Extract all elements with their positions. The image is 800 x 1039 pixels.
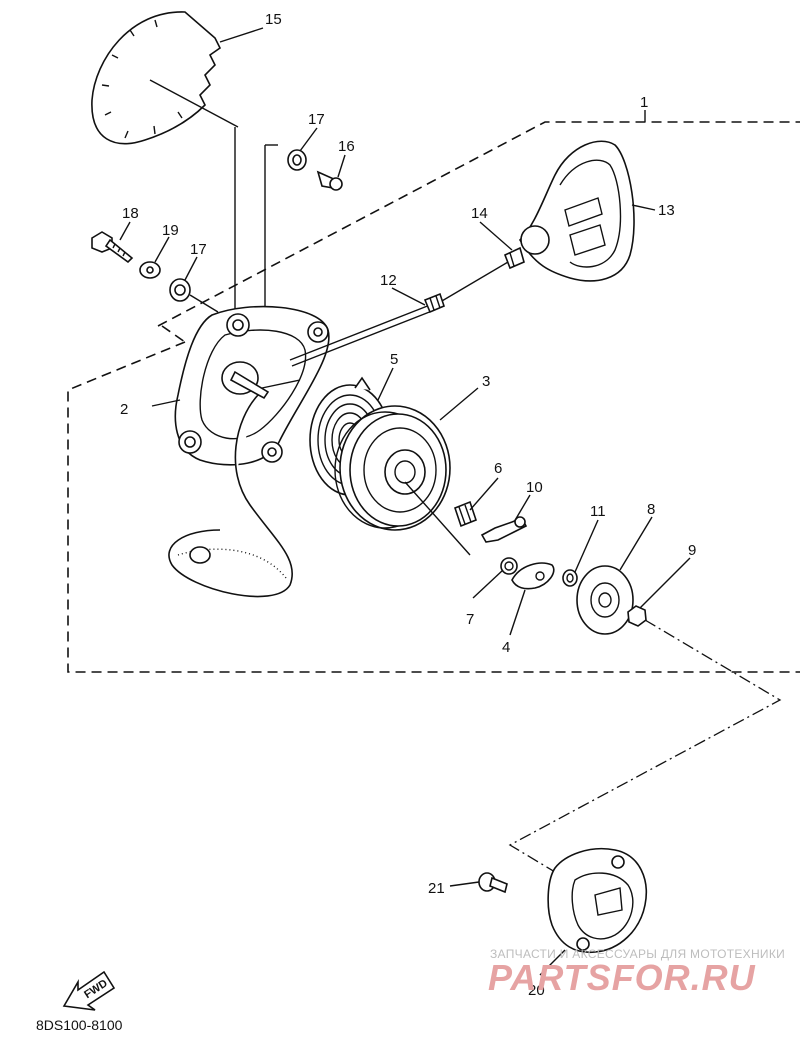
callout-11: 11 bbox=[590, 503, 606, 520]
centerline bbox=[508, 619, 782, 876]
starter-case bbox=[174, 305, 330, 466]
callout-12: 12 bbox=[380, 272, 397, 289]
callout-20: 20 bbox=[528, 982, 545, 999]
callout-21: 21 bbox=[428, 880, 445, 897]
callout-9: 9 bbox=[688, 542, 696, 559]
friction-plate-4 bbox=[511, 562, 555, 590]
callout-6: 6 bbox=[494, 460, 502, 477]
drive-plate-8 bbox=[576, 565, 634, 635]
rope-guide-spring bbox=[423, 246, 525, 314]
callout-18: 18 bbox=[122, 205, 139, 222]
fwd-arrow: FWD bbox=[62, 970, 116, 1011]
callout-8: 8 bbox=[647, 501, 655, 518]
drive-pulley bbox=[334, 405, 471, 556]
callout-14: 14 bbox=[471, 205, 488, 222]
assembly-boundary bbox=[67, 121, 800, 673]
leader-lines bbox=[119, 27, 691, 976]
callout-17-left: 17 bbox=[190, 241, 207, 258]
watermark-tagline: ЗАПЧАСТИ И АКСЕССУАРЫ ДЛЯ МОТОТЕХНИКИ bbox=[490, 947, 785, 961]
bolt-18 bbox=[91, 231, 134, 264]
drawing-code: 8DS100-8100 bbox=[36, 1017, 123, 1033]
callout-17-top: 17 bbox=[308, 111, 325, 128]
bolt-21 bbox=[478, 872, 508, 894]
callout-5: 5 bbox=[390, 351, 398, 368]
collar-17-top bbox=[287, 149, 307, 171]
callout-15: 15 bbox=[265, 11, 282, 28]
nut-9 bbox=[627, 605, 647, 627]
ratchet-10 bbox=[480, 516, 528, 543]
starter-rope bbox=[168, 254, 521, 598]
watermark: ЗАПЧАСТИ И АКСЕССУАРЫ ДЛЯ МОТОТЕХНИКИ PA… bbox=[488, 947, 785, 998]
callout-16: 16 bbox=[338, 138, 355, 155]
callout-19: 19 bbox=[162, 222, 179, 239]
callout-4: 4 bbox=[502, 639, 510, 656]
callout-7: 7 bbox=[466, 611, 474, 628]
collar-17-left bbox=[169, 278, 191, 302]
pin-16 bbox=[316, 170, 343, 191]
washer-19 bbox=[139, 261, 161, 279]
pulley-cover-20 bbox=[547, 847, 647, 954]
decal-sheet bbox=[91, 11, 239, 145]
callout-labels: 1 2 3 4 5 6 7 8 9 10 11 12 13 14 15 16 1… bbox=[120, 11, 696, 999]
callout-13: 13 bbox=[658, 202, 675, 219]
callout-1: 1 bbox=[640, 94, 648, 111]
watermark-logo: PARTSFOR.RU bbox=[488, 957, 756, 998]
spring-7 bbox=[500, 557, 518, 575]
washer-11 bbox=[562, 569, 578, 587]
callout-10: 10 bbox=[526, 479, 543, 496]
callout-2: 2 bbox=[120, 401, 128, 418]
starter-handle bbox=[518, 140, 635, 282]
callout-3: 3 bbox=[482, 373, 490, 390]
spring-6 bbox=[454, 500, 477, 528]
